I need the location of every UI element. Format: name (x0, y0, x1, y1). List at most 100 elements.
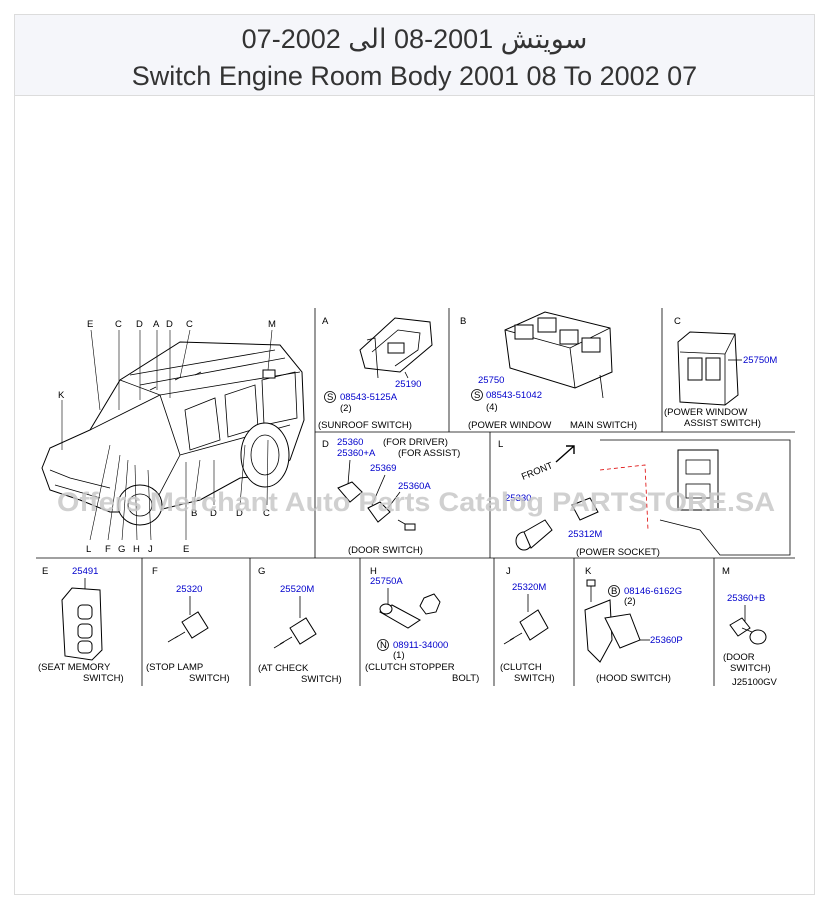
callout-c-bottom: C (263, 508, 270, 519)
panel-b-letter: B (460, 316, 466, 327)
panel-h-bolt-symbol: N (380, 640, 387, 651)
panel-d-door-switch: D 25360 (FOR DRIVER) 25360+A (FOR ASSIST… (322, 437, 460, 556)
part-25520m[interactable]: 25520M (280, 584, 314, 595)
page-header: سويتش 2001-08 الى 2002-07 Switch Engine … (15, 15, 814, 96)
overview-callouts: E C D A D C M K L F G H J E B D D C (58, 319, 276, 555)
part-25750a[interactable]: 25750A (370, 576, 403, 587)
panel-b-caption-2: MAIN SWITCH) (570, 420, 637, 431)
callout-g: G (118, 544, 125, 555)
part-25750[interactable]: 25750 (478, 375, 504, 386)
panel-c-caption-1: (POWER WINDOW (664, 407, 747, 418)
callout-m-top: M (268, 319, 276, 330)
callout-c-top-1: C (115, 319, 122, 330)
part-25369[interactable]: 25369 (370, 463, 396, 474)
part-08146-6162g[interactable]: 08146-6162G (624, 586, 682, 597)
panel-l-caption: (POWER SOCKET) (576, 547, 660, 558)
vehicle-overview (41, 341, 305, 526)
panel-l-front-label: FRONT (520, 460, 555, 483)
part-08543-51042[interactable]: 08543-51042 (486, 390, 542, 401)
panel-l-letter: L (498, 439, 503, 450)
part-25330[interactable]: 25330 (505, 493, 531, 504)
panel-m-letter: M (722, 566, 730, 577)
part-25360-a[interactable]: 25360+A (337, 448, 376, 459)
panel-c-letter: C (674, 316, 681, 327)
callout-a-top: A (153, 319, 160, 330)
panel-b-caption-1: (POWER WINDOW (468, 420, 551, 431)
part-25360-b[interactable]: 25360+B (727, 593, 765, 604)
panel-d-note-assist: (FOR ASSIST) (398, 448, 460, 459)
bolt-b-symbol-icon (608, 585, 620, 597)
part-25750m[interactable]: 25750M (743, 355, 777, 366)
panel-d-caption: (DOOR SWITCH) (348, 545, 423, 556)
panel-a-caption: (SUNROOF SWITCH) (318, 420, 412, 431)
panel-grid (36, 308, 795, 686)
panel-m-caption-2: SWITCH) (730, 663, 771, 674)
content-frame (14, 14, 815, 895)
panel-g-caption-2: SWITCH) (301, 674, 342, 685)
callout-k: K (58, 390, 65, 401)
part-25312m[interactable]: 25312M (568, 529, 602, 540)
front-arrow-icon (555, 445, 575, 463)
panel-j-clutch-switch: J 25320M (CLUTCH SWITCH) (500, 566, 555, 684)
callout-l: L (86, 544, 91, 555)
panel-m-door-switch: M 25360+B (DOOR SWITCH) J25100GV (722, 566, 778, 688)
part-25491[interactable]: 25491 (72, 566, 98, 577)
panel-h-caption-2: BOLT) (452, 673, 479, 684)
panel-k-qty: (2) (624, 596, 636, 607)
panel-h-caption-1: (CLUTCH STOPPER (365, 662, 455, 673)
screw-s-symbol-icon (324, 391, 336, 403)
panel-d-note-driver: (FOR DRIVER) (383, 437, 448, 448)
panel-l-power-socket: L FRONT 25330 25312M (POWER SOCKET) (498, 439, 791, 558)
part-08911-34000[interactable]: 08911-34000 (393, 640, 448, 651)
panel-d-letter: D (322, 439, 329, 450)
panel-h-qty: (1) (393, 650, 405, 661)
callout-j: J (148, 544, 153, 555)
panel-b-qty: (4) (486, 402, 498, 413)
callout-d-bottom-1: D (210, 508, 217, 519)
part-25320m[interactable]: 25320M (512, 582, 546, 593)
page-title-english: Switch Engine Room Body 2001 08 To 2002 … (131, 61, 698, 91)
part-25190[interactable]: 25190 (395, 379, 421, 390)
panel-f-letter: F (152, 566, 158, 577)
panel-f-stop-lamp-switch: F 25320 (STOP LAMP SWITCH) (146, 566, 230, 684)
panel-a-letter: A (322, 316, 329, 327)
panel-g-caption-1: (AT CHECK (258, 663, 309, 674)
panel-k-caption: (HOOD SWITCH) (596, 673, 671, 684)
bolt-n-symbol-icon (377, 639, 389, 651)
callout-d-top-2: D (166, 319, 173, 330)
diagram-code: J25100GV (732, 677, 778, 688)
panel-k-hood-switch: K B 08146-6162G (2) 25360P (HOOD SWITCH) (584, 566, 683, 684)
panel-f-caption-2: SWITCH) (189, 673, 230, 684)
panel-g-at-check-switch: G 25520M (AT CHECK SWITCH) (258, 566, 342, 685)
screw-s-symbol-icon (471, 389, 483, 401)
callout-e-bottom: E (183, 544, 189, 555)
callout-b: B (191, 508, 197, 519)
panel-a-screw-symbol: S (327, 392, 333, 403)
watermark: Offers Merchant Auto Parts Catalog PARTS… (57, 487, 775, 517)
panel-c-caption-2: ASSIST SWITCH) (684, 418, 761, 429)
part-25320[interactable]: 25320 (176, 584, 202, 595)
panel-a-sunroof-switch: A 25190 S 08543-5125A (2) (SUNROOF SWITC… (318, 316, 433, 431)
panel-e-letter: E (42, 566, 48, 577)
panel-c-power-window-assist-switch: C 25750M (POWER WINDOW ASSIST SWITCH) (664, 316, 777, 429)
panel-m-caption-1: (DOOR (723, 652, 755, 663)
panel-e-seat-memory-switch: E 25491 (SEAT MEMORY SWITCH) (38, 566, 124, 684)
panel-b-power-window-main-switch: B 25750 S 08543-51042 (4) (POWER WINDOW … (460, 311, 637, 431)
panel-j-caption-2: SWITCH) (514, 673, 555, 684)
panel-f-caption-1: (STOP LAMP (146, 662, 203, 673)
callout-h: H (133, 544, 140, 555)
page-title-arabic: سويتش 2001-08 الى 2002-07 (241, 24, 588, 54)
panel-j-caption-1: (CLUTCH (500, 662, 542, 673)
callout-e-top: E (87, 319, 93, 330)
part-25360[interactable]: 25360 (337, 437, 363, 448)
panel-a-qty: (2) (340, 403, 352, 414)
part-08543-5125a[interactable]: 08543-5125A (340, 392, 398, 403)
panel-h-clutch-stopper-bolt: H 25750A N 08911-34000 (1) (CLUTCH STOPP… (365, 566, 479, 684)
part-25360a[interactable]: 25360A (398, 481, 431, 492)
panel-e-caption-1: (SEAT MEMORY (38, 662, 111, 673)
part-25360p[interactable]: 25360P (650, 635, 683, 646)
callout-d-bottom-2: D (236, 508, 243, 519)
panel-k-letter: K (585, 566, 592, 577)
panel-b-screw-symbol: S (474, 390, 480, 401)
callout-f: F (105, 544, 111, 555)
